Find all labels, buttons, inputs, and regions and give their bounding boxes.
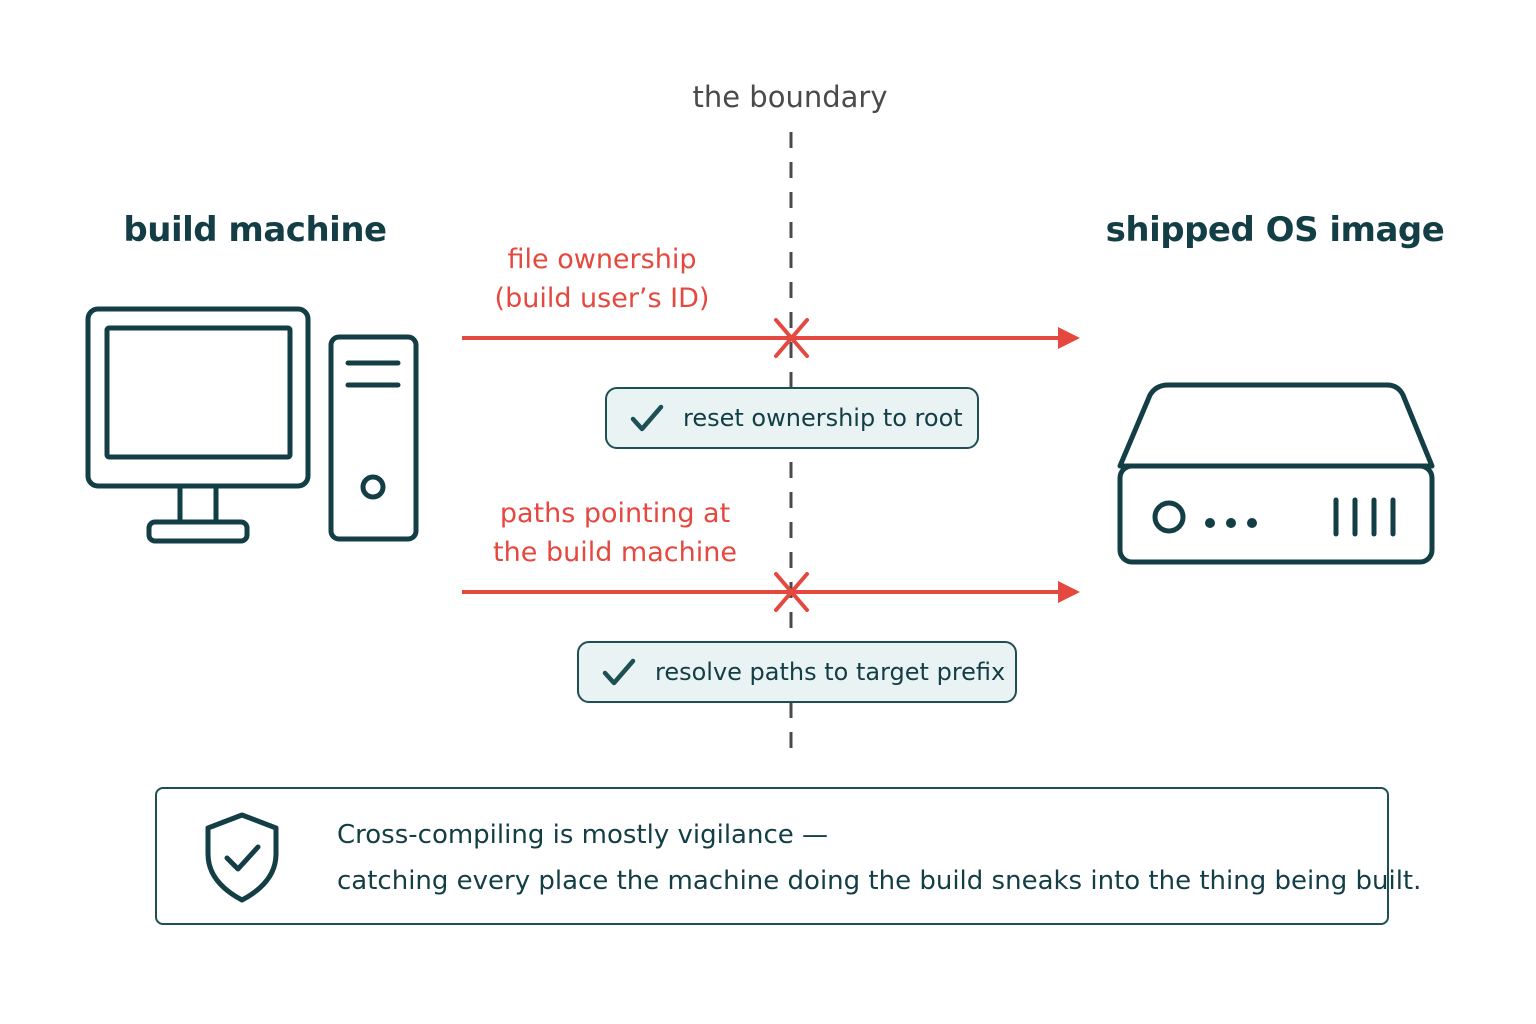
check-icon xyxy=(602,658,636,686)
ownership-problem-label: file ownership (build user’s ID) xyxy=(452,240,752,318)
paths-fix-pill: resolve paths to target prefix xyxy=(577,641,1017,703)
check-icon xyxy=(630,404,664,432)
paths-blocked-x-icon xyxy=(774,572,809,612)
shield-check-icon xyxy=(205,812,279,903)
paths-problem-label: paths pointing at the build machine xyxy=(455,494,775,572)
summary-line2: catching every place the machine doing t… xyxy=(337,866,1422,896)
paths-fix-label: resolve paths to target prefix xyxy=(655,658,1006,686)
summary-text: Cross-compiling is mostly vigilance — ca… xyxy=(337,812,1422,904)
paths-problem-line1: paths pointing at xyxy=(499,498,731,529)
ownership-problem-line1: file ownership xyxy=(507,244,697,275)
ownership-fix-pill: reset ownership to root xyxy=(605,387,979,449)
shipped-os-image-title: shipped OS image xyxy=(1105,210,1445,250)
ownership-arrow xyxy=(462,327,1080,349)
server-box-icon xyxy=(1117,382,1435,565)
summary-line1: Cross-compiling is mostly vigilance — xyxy=(337,820,829,850)
summary-box: Cross-compiling is mostly vigilance — ca… xyxy=(155,787,1422,925)
ownership-fix-label: reset ownership to root xyxy=(683,404,963,432)
build-machine-title: build machine xyxy=(123,210,387,250)
ownership-blocked-x-icon xyxy=(774,318,809,358)
paths-problem-line2: the build machine xyxy=(493,537,737,568)
boundary-label: the boundary xyxy=(692,80,888,114)
paths-arrow xyxy=(462,581,1080,603)
desktop-computer-icon xyxy=(85,306,419,544)
ownership-problem-line2: (build user’s ID) xyxy=(494,283,710,314)
